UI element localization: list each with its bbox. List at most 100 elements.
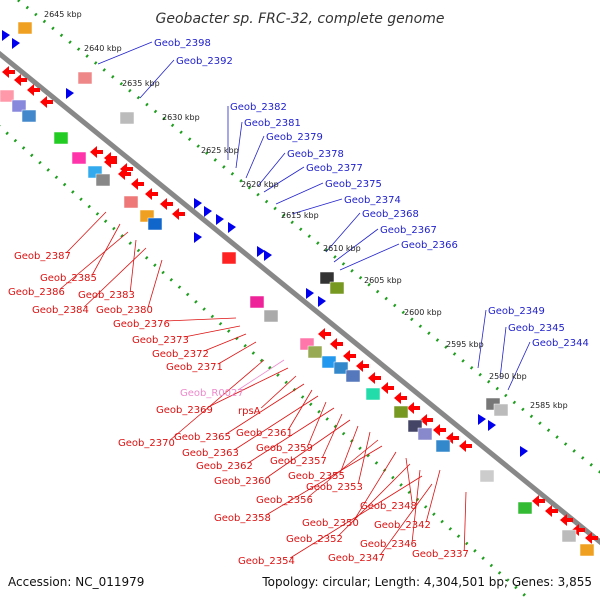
forward-gene-arrow <box>216 214 224 225</box>
feature-box <box>333 361 349 375</box>
reverse-gene-label: Geob_2387 <box>14 251 71 262</box>
forward-gene-label: Geob_2374 <box>344 195 401 206</box>
reverse-leader-line <box>204 333 247 352</box>
reverse-gene-label: Geob_2385 <box>40 273 97 284</box>
reverse-gene-arrow <box>407 402 420 414</box>
reverse-gene-arrow <box>104 152 117 164</box>
reverse-gene-arrow <box>14 74 27 86</box>
feature-box <box>479 469 495 483</box>
reverse-gene-label: Geob_2369 <box>156 405 213 416</box>
reverse-gene-arrow <box>420 414 433 426</box>
forward-leader-line <box>333 228 379 263</box>
reverse-leader-line <box>337 463 411 537</box>
feature-box <box>77 71 93 85</box>
forward-gene-label: Geob_2377 <box>306 163 363 174</box>
reverse-gene-label: Geob_2352 <box>286 534 343 545</box>
reverse-leader-line <box>233 395 319 451</box>
feature-box <box>221 251 237 265</box>
reverse-gene-arrow <box>343 350 356 362</box>
feature-box <box>307 345 323 359</box>
forward-gene-label: Geob_2392 <box>176 56 233 67</box>
reverse-leader-line <box>217 341 257 365</box>
reverse-gene-label: Geob_2372 <box>152 349 209 360</box>
reverse-leader-line <box>307 439 379 498</box>
scale-label: 2610 kbp <box>323 244 361 253</box>
feature-box <box>319 271 335 285</box>
forward-gene-label: Geob_2378 <box>287 149 344 160</box>
feature-box <box>95 173 111 187</box>
feature-box <box>579 543 595 557</box>
forward-gene-label: Geob_2368 <box>362 209 419 220</box>
reverse-gene-label: Geob_2361 <box>236 428 293 439</box>
reverse-leader-line <box>237 359 285 391</box>
forward-gene-arrow <box>66 88 74 99</box>
feature-box <box>147 217 163 231</box>
reverse-gene-label: Geob_2370 <box>118 438 175 449</box>
reverse-gene-arrow <box>433 424 446 436</box>
reverse-gene-arrow <box>532 495 545 507</box>
reverse-gene-arrow <box>27 84 40 96</box>
reverse-gene-label: Geob_2359 <box>256 443 313 454</box>
forward-gene-label: Geob_2375 <box>325 179 382 190</box>
forward-gene-arrow <box>228 222 236 233</box>
reverse-gene-arrow <box>446 432 459 444</box>
forward-leader-line <box>275 182 324 205</box>
forward-gene-arrow <box>264 250 272 261</box>
gene-labels: Geob_2398Geob_2392Geob_2382Geob_2381Geob… <box>8 38 589 567</box>
forward-gene-arrow <box>318 296 326 307</box>
forward-leader-line <box>139 59 175 99</box>
accession-text: Accession: NC_011979 <box>8 575 144 589</box>
forward-leader-line <box>507 341 531 391</box>
reverse-leader-line <box>265 445 383 516</box>
reverse-leader-line <box>129 239 137 293</box>
reverse-leader-line <box>289 475 423 559</box>
reverse-leader-line <box>379 483 433 556</box>
forward-gene-arrow <box>306 288 314 299</box>
genome-backbone <box>0 50 600 546</box>
feature-box <box>517 501 533 515</box>
forward-gene-label: Geob_2398 <box>154 38 211 49</box>
reverse-leader-line <box>83 247 147 308</box>
genome-summary-text: Topology: circular; Length: 4,304,501 bp… <box>261 575 592 589</box>
feature-box <box>71 151 87 165</box>
scale-label: 2630 kbp <box>162 113 200 122</box>
forward-leader-line <box>339 243 400 271</box>
feature-box <box>0 89 15 103</box>
feature-box <box>561 529 577 543</box>
reverse-gene-label: Geob_2358 <box>214 513 271 524</box>
forward-gene-label: Geob_2379 <box>266 132 323 143</box>
reverse-gene-label: Geob_2383 <box>78 290 135 301</box>
reverse-gene-arrow <box>381 382 394 394</box>
reverse-gene-arrow <box>318 328 331 340</box>
forward-leader-line <box>97 41 153 65</box>
forward-leader-line <box>291 198 343 215</box>
feature-box <box>249 295 265 309</box>
outer-dot-track <box>17 0 600 474</box>
reverse-gene-arrow <box>90 146 103 158</box>
reverse-leader-line <box>405 457 413 504</box>
reverse-gene-label: Geob_2376 <box>113 319 170 330</box>
reverse-leader-line <box>321 413 343 459</box>
forward-gene-label: Geob_2349 <box>488 306 545 317</box>
reverse-gene-arrow <box>40 96 53 108</box>
reverse-gene-label: Geob_2360 <box>214 476 271 487</box>
reverse-leader-line <box>208 367 289 408</box>
reverse-gene-label: Geob_2350 <box>302 518 359 529</box>
feature-box <box>435 439 451 453</box>
reverse-gene-arrow <box>545 505 558 517</box>
forward-gene-arrow <box>2 30 10 41</box>
reverse-leader-line <box>147 259 163 308</box>
forward-gene-arrow <box>194 232 202 243</box>
scale-label: 2605 kbp <box>364 276 402 285</box>
forward-gene-label: Geob_2367 <box>380 225 437 236</box>
scale-label: 2615 kbp <box>281 211 319 220</box>
reverse-gene-arrow <box>459 440 472 452</box>
feature-box <box>345 369 361 383</box>
reverse-leader-line <box>265 419 351 479</box>
forward-gene-arrow <box>478 414 486 425</box>
scale-label: 2625 kbp <box>201 146 239 155</box>
forward-leader-line <box>477 309 487 369</box>
forward-leader-line <box>235 121 243 169</box>
feature-box <box>119 111 135 125</box>
